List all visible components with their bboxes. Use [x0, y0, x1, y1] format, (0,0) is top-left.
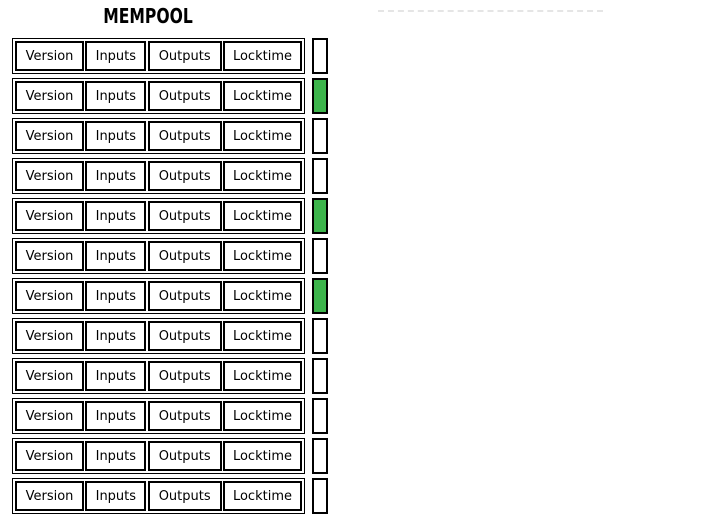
tx-cell-inputs: Inputs: [85, 281, 147, 311]
tx-cell-version: Version: [15, 281, 84, 311]
tx-cell-locktime: Locktime: [222, 241, 302, 271]
tx-cell-version: Version: [15, 81, 84, 111]
tx-cell-inputs: Inputs: [85, 41, 147, 71]
tx-cell-version: Version: [15, 361, 84, 391]
transaction-status-box: [312, 278, 328, 314]
tx-cell-locktime: Locktime: [222, 201, 302, 231]
transaction-status-box: [312, 358, 328, 394]
transaction-status-box: [312, 118, 328, 154]
tx-cell-inputs: Inputs: [85, 361, 147, 391]
transaction-status-box: [312, 78, 328, 114]
tx-cell-version: Version: [15, 201, 84, 231]
transaction-status-box: [312, 198, 328, 234]
tx-cell-version: Version: [15, 161, 84, 191]
tx-cell-outputs: Outputs: [147, 241, 222, 271]
tx-cell-version: Version: [15, 321, 84, 351]
transaction-status-box: [312, 158, 328, 194]
tx-cell-locktime: Locktime: [222, 481, 302, 511]
tx-cell-inputs: Inputs: [85, 441, 147, 471]
tx-cell-version: Version: [15, 41, 84, 71]
tx-cell-locktime: Locktime: [222, 81, 302, 111]
tx-cell-inputs: Inputs: [85, 481, 147, 511]
tx-cell-outputs: Outputs: [147, 201, 222, 231]
tx-cell-locktime: Locktime: [222, 361, 302, 391]
transaction-status-box: [312, 238, 328, 274]
tx-cell-outputs: Outputs: [147, 121, 222, 151]
tx-cell-locktime: Locktime: [222, 441, 302, 471]
tx-cell-inputs: Inputs: [85, 321, 147, 351]
tx-cell-version: Version: [15, 401, 84, 431]
transaction-status-box: [312, 318, 328, 354]
tx-cell-locktime: Locktime: [222, 121, 302, 151]
dashed-separator-line: [378, 10, 603, 12]
transaction-status-box: [312, 478, 328, 514]
tx-cell-version: Version: [15, 241, 84, 271]
tx-cell-locktime: Locktime: [222, 161, 302, 191]
diagram-title: MEMPOOL: [103, 4, 193, 28]
tx-cell-inputs: Inputs: [85, 401, 147, 431]
tx-cell-version: Version: [15, 481, 84, 511]
tx-cell-version: Version: [15, 121, 84, 151]
tx-cell-outputs: Outputs: [147, 41, 222, 71]
tx-cell-inputs: Inputs: [85, 81, 147, 111]
tx-cell-inputs: Inputs: [85, 241, 147, 271]
tx-cell-outputs: Outputs: [147, 441, 222, 471]
transaction-status-box: [312, 38, 328, 74]
tx-cell-locktime: Locktime: [222, 401, 302, 431]
tx-cell-locktime: Locktime: [222, 281, 302, 311]
tx-cell-outputs: Outputs: [147, 321, 222, 351]
tx-cell-outputs: Outputs: [147, 81, 222, 111]
tx-cell-inputs: Inputs: [85, 161, 147, 191]
tx-cell-outputs: Outputs: [147, 481, 222, 511]
tx-cell-outputs: Outputs: [147, 161, 222, 191]
tx-cell-outputs: Outputs: [147, 401, 222, 431]
transaction-status-box: [312, 398, 328, 434]
tx-cell-inputs: Inputs: [85, 121, 147, 151]
transaction-status-box: [312, 438, 328, 474]
tx-cell-locktime: Locktime: [222, 321, 302, 351]
tx-cell-locktime: Locktime: [222, 41, 302, 71]
tx-cell-version: Version: [15, 441, 84, 471]
tx-cell-outputs: Outputs: [147, 281, 222, 311]
tx-cell-outputs: Outputs: [147, 361, 222, 391]
tx-cell-inputs: Inputs: [85, 201, 147, 231]
